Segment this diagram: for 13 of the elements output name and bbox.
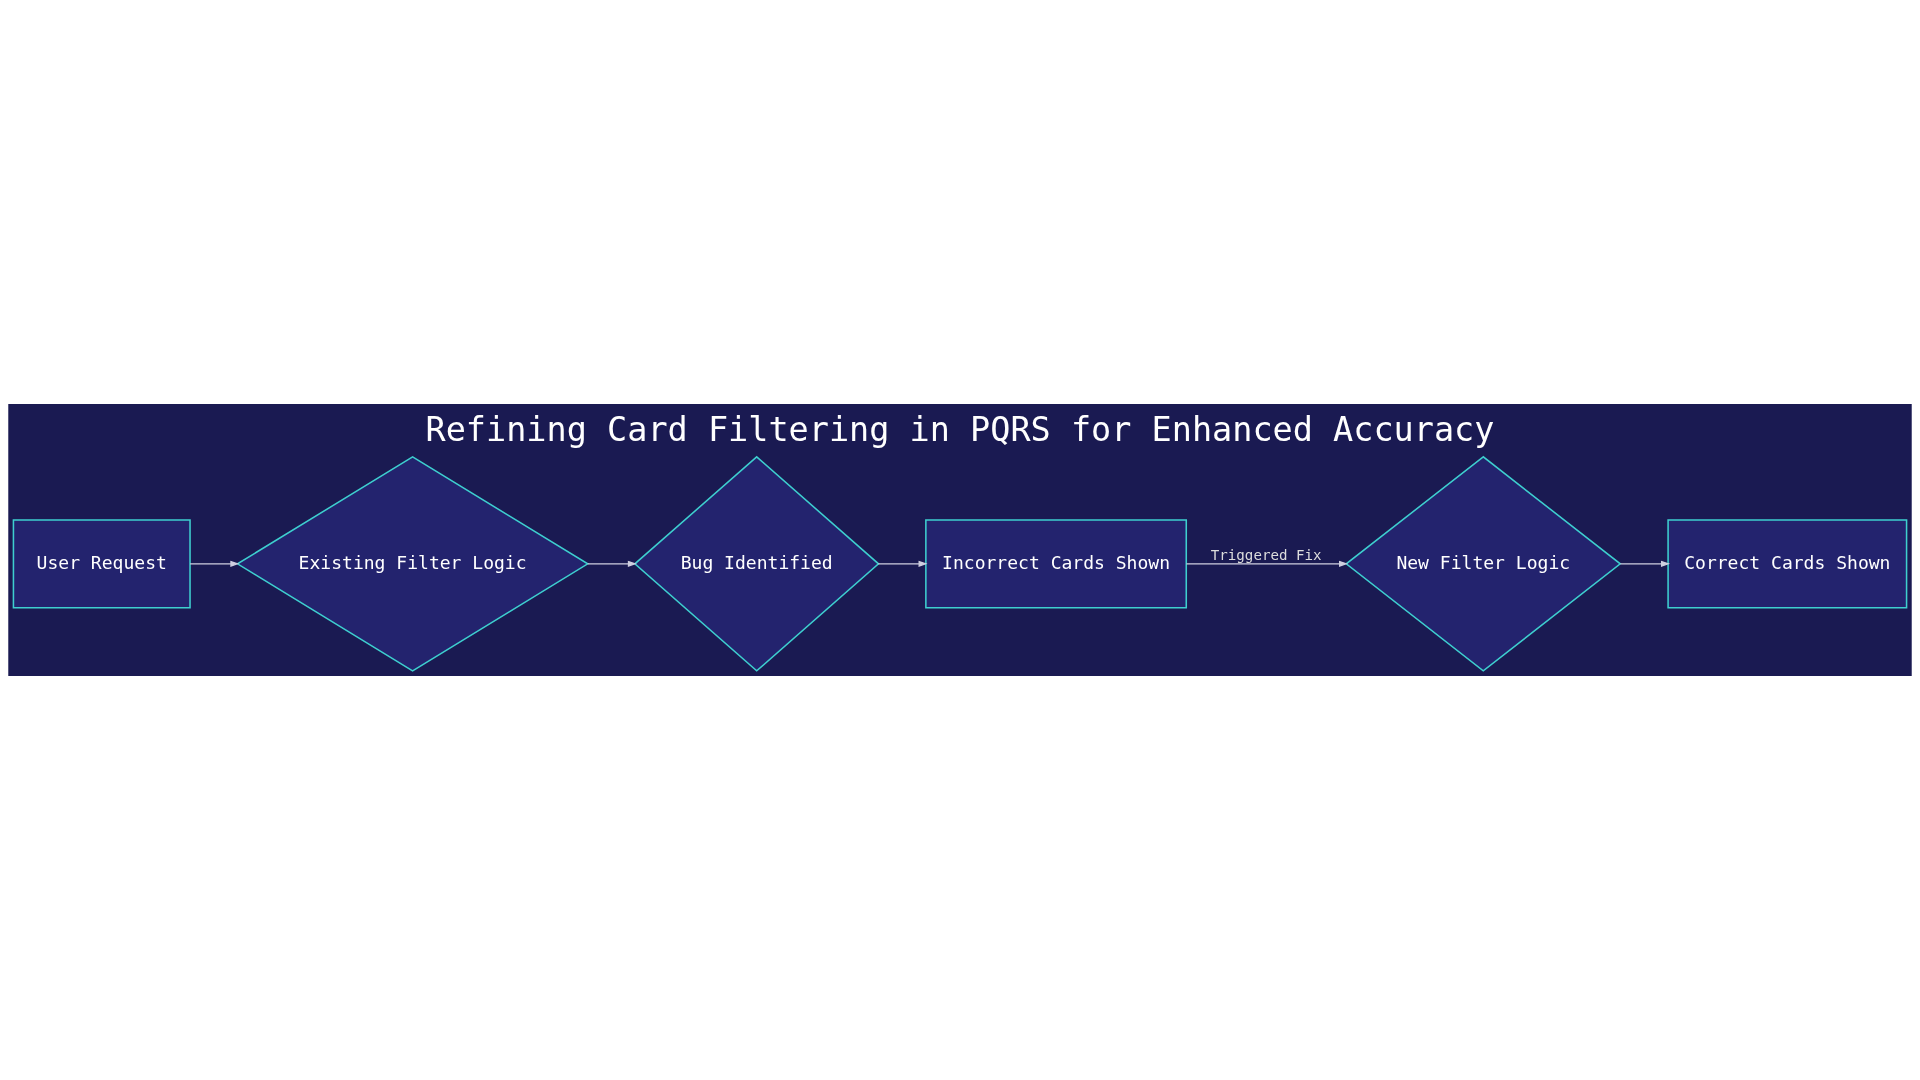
edge-label: Triggered Fix	[1210, 546, 1322, 563]
node-diamond: Bug Identified	[633, 455, 880, 672]
node-box: User Request	[12, 519, 191, 609]
arrow	[1619, 560, 1671, 567]
diagram-title: Refining Card Filtering in PQRS for Enhanced Accuracy	[425, 410, 1495, 450]
arrow	[877, 560, 928, 567]
node-box: Correct Cards Shown	[1667, 519, 1908, 609]
arrow	[1185, 560, 1349, 567]
node-box: Incorrect Cards Shown	[925, 519, 1188, 609]
arrow	[189, 560, 240, 567]
node-diamond: New Filter Logic	[1345, 455, 1622, 672]
arrow	[587, 560, 637, 567]
node-diamond: Existing Filter Logic	[236, 455, 590, 672]
